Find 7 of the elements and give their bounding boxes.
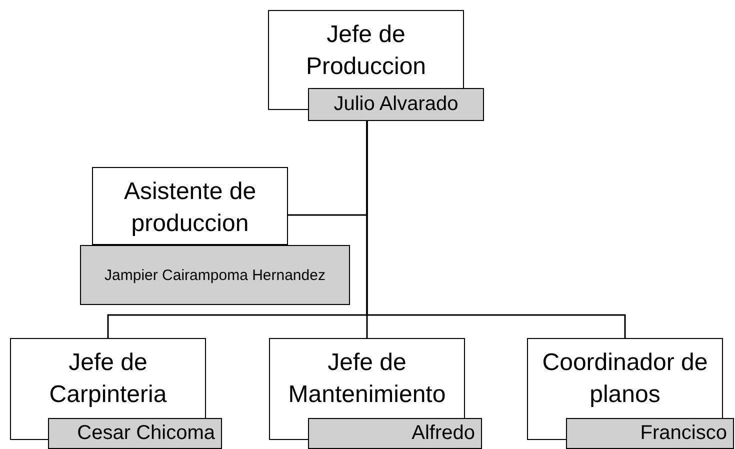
- name-tab: Cesar Chicoma: [48, 418, 222, 449]
- name-tab: Francisco: [566, 418, 734, 449]
- name-tab: Jampier Cairampoma Hernandez: [80, 245, 350, 305]
- position-box: Asistente de produccion: [92, 167, 288, 245]
- name-tab: Alfredo: [308, 418, 482, 449]
- connector-line: [366, 121, 626, 338]
- name-tab: Julio Alvarado: [308, 88, 484, 121]
